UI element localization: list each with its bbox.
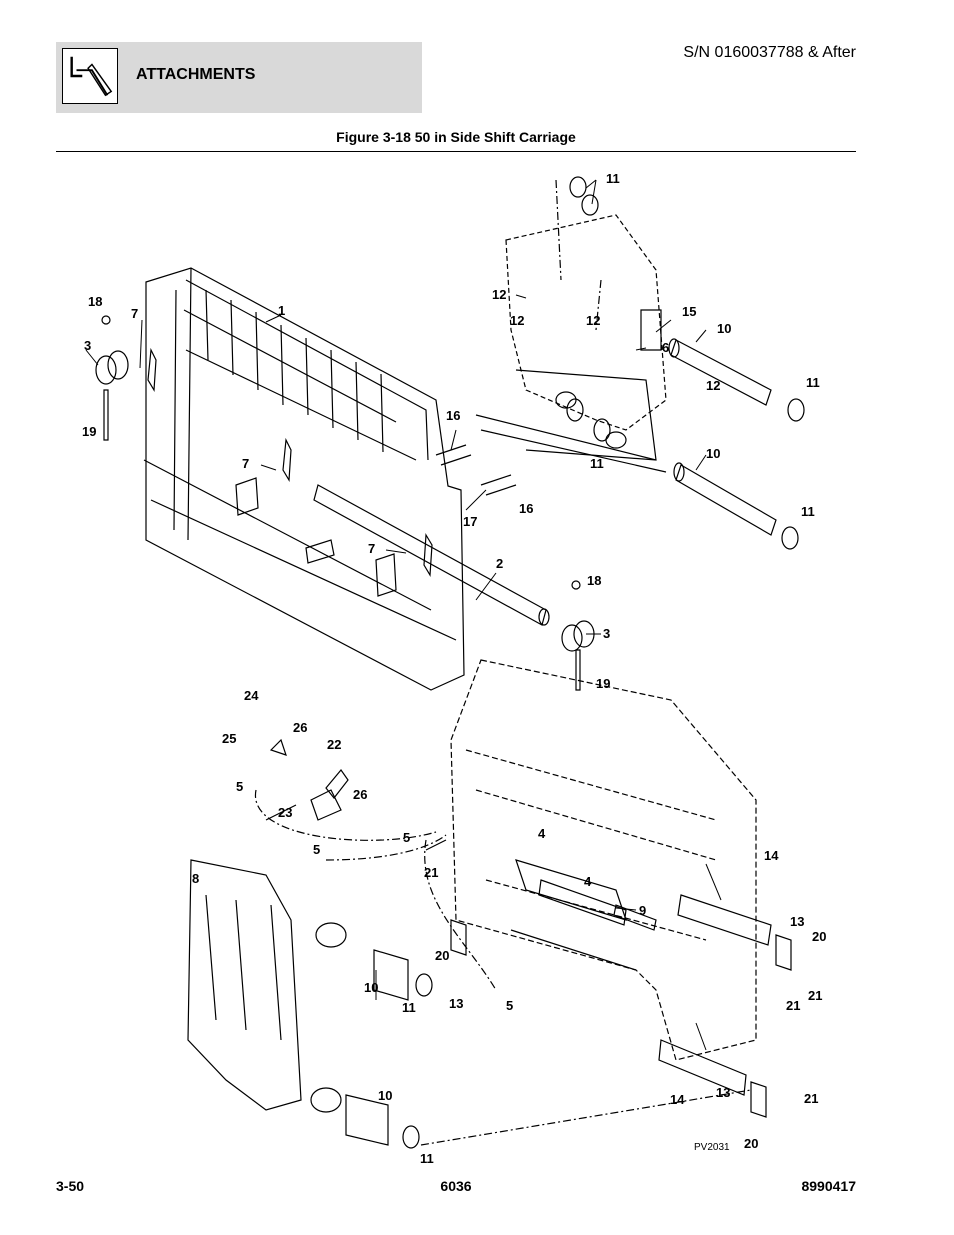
callout: 18 (587, 573, 601, 588)
header-divider (56, 151, 856, 152)
callout: 10 (378, 1088, 392, 1103)
attachment-fork-icon (62, 48, 118, 104)
callout: 16 (446, 408, 460, 423)
callout: 21 (804, 1091, 818, 1106)
callout: 3 (84, 338, 91, 353)
callout: 7 (131, 306, 138, 321)
callout: 23 (278, 805, 292, 820)
callout: 14 (764, 848, 779, 863)
callout: 4 (538, 826, 546, 841)
callout: 13 (716, 1085, 730, 1100)
callout: 11 (606, 171, 620, 186)
callout: 22 (327, 737, 341, 752)
figure-code: PV2031 (694, 1142, 730, 1153)
callout: 13 (790, 914, 804, 929)
callout: 12 (510, 313, 524, 328)
exploded-parts-diagram: 1 2 3 3 4 4 5 5 5 5 6 7 7 7 8 9 10 10 10… (56, 160, 856, 1170)
line-art (95, 176, 805, 1149)
callout: 20 (812, 929, 826, 944)
callout: 5 (313, 842, 320, 857)
callout: 3 (603, 626, 610, 641)
callout: 18 (88, 294, 102, 309)
callout: 12 (586, 313, 600, 328)
callout: 9 (639, 903, 646, 918)
callout: 15 (682, 304, 696, 319)
callout: 21 (786, 998, 800, 1013)
callout: 10 (717, 321, 731, 336)
callout: 4 (584, 874, 592, 889)
callout: 20 (435, 948, 449, 963)
callout: 10 (364, 980, 378, 995)
callout: 7 (242, 456, 249, 471)
page-number: 3-50 (56, 1178, 85, 1194)
serial-number: S/N 0160037788 & After (683, 44, 856, 61)
callout: 19 (82, 424, 96, 439)
section-title: ATTACHMENTS (136, 66, 256, 83)
callout: 14 (670, 1092, 685, 1107)
callout: 16 (519, 501, 533, 516)
callout: 5 (236, 779, 243, 794)
callout-labels: 1 2 3 3 4 4 5 5 5 5 6 7 7 7 8 9 10 10 10… (82, 171, 826, 1166)
callout: 12 (492, 287, 506, 302)
callout: 19 (596, 676, 610, 691)
model-number: 6036 (440, 1178, 472, 1194)
callout: 8 (192, 871, 199, 886)
callout: 25 (222, 731, 236, 746)
figure-title: Figure 3-18 50 in Side Shift Carriage (336, 129, 576, 145)
callout: 5 (506, 998, 513, 1013)
callout: 21 (808, 988, 822, 1003)
callout: 5 (403, 830, 410, 845)
manual-number: 8990417 (801, 1178, 856, 1194)
callout: 24 (244, 688, 259, 703)
callout: 11 (402, 1000, 416, 1015)
callout: 11 (420, 1151, 434, 1166)
callout: 6 (662, 340, 669, 355)
callout: 10 (706, 446, 720, 461)
callout: 26 (293, 720, 307, 735)
callout: 13 (449, 996, 463, 1011)
callout: 26 (353, 787, 367, 802)
callout: 12 (706, 378, 720, 393)
callout: 11 (801, 504, 815, 519)
callout: 11 (806, 375, 820, 390)
callout-leaders (85, 179, 722, 1051)
callout: 20 (744, 1136, 758, 1151)
callout: 17 (463, 514, 477, 529)
callout: 11 (590, 456, 604, 471)
callout: 7 (368, 541, 375, 556)
callout: 2 (496, 556, 503, 571)
callout: 21 (424, 865, 438, 880)
callout: 1 (278, 303, 285, 318)
